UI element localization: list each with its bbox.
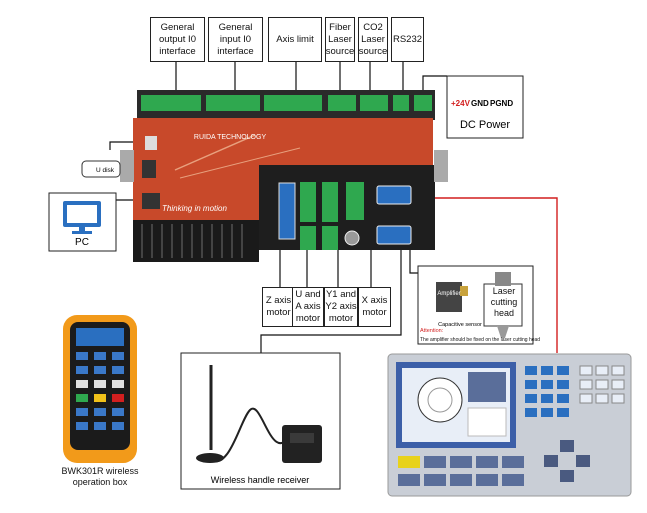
label-rs232: RS232 [391,17,424,62]
label-laser-head: Laser cutting head [490,286,518,318]
capacitive-sensor-label: Capacitive sensor [438,322,482,328]
label-y-motor: Y1 and Y2 axis motor [324,287,358,327]
udisk-icon [81,160,121,178]
term-pgnd: PGND [490,99,513,108]
power-cable-red [423,197,558,353]
board-brand: RUIDA TECHNOLOGY [194,134,267,141]
label-co2-laser: CO2 Laser source [358,17,388,62]
dc-power-label: DC Power [460,119,510,131]
label-ua-motor: U and A axis motor [292,287,324,327]
label-bwk: BWK301R wireless operation box [61,466,139,487]
controller-board [120,90,448,262]
amplifier-label: Amplifier [437,291,460,297]
label-fiber-laser: Fiber Laser source [325,17,355,62]
label-general-output: General output I0 interface [150,17,205,62]
dc-power-box [446,75,524,139]
monitor-icon [63,201,101,234]
attention-label: Attention: [420,328,444,334]
connection-lines [101,62,447,353]
pc-label: PC [75,237,89,248]
receiver-label: Wireless handle receiver [211,475,310,485]
handheld-icon [63,315,137,463]
laser-head-icon [495,272,511,338]
udisk-label: U disk [96,167,115,174]
control-panel-icon [387,353,632,497]
label-x-motor: X axis motor [358,287,391,327]
term-gnd: GND [471,99,489,108]
antenna-icon [196,365,322,463]
label-general-input: General input I0 interface [208,17,263,62]
label-z-motor: Z axis motor [262,287,295,327]
amplifier-icon [436,282,468,312]
receiver-box [180,352,341,490]
label-axis-limit: Axis limit [268,17,322,62]
attention-note: The amplifier should be fixed on the las… [420,337,540,343]
term-24v: +24V [451,99,471,108]
board-tagline: Thinking in motion [162,204,227,213]
